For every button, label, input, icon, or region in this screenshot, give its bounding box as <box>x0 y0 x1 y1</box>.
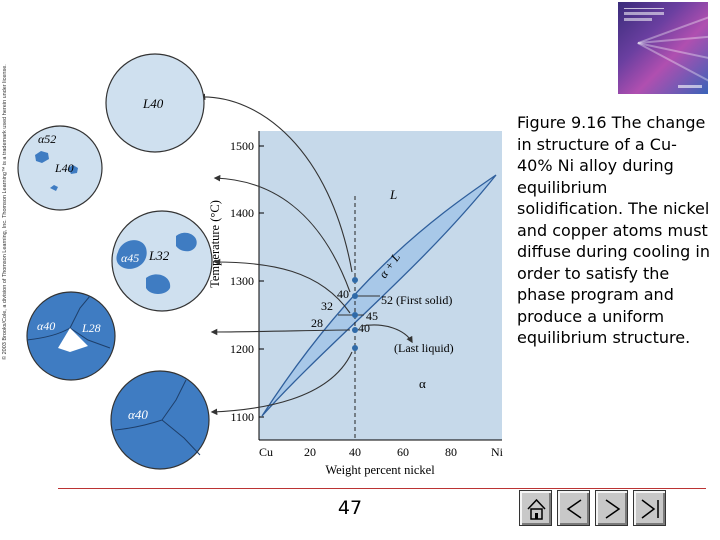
state-point <box>352 312 358 318</box>
microstructure-label: α52 <box>38 132 56 146</box>
skip-to-end-icon <box>642 500 658 518</box>
state-point <box>352 345 358 351</box>
point-label: 28 <box>311 316 323 330</box>
x-tick-label: 20 <box>304 445 316 459</box>
page-number: 47 <box>320 497 380 519</box>
arrow-left-icon <box>568 500 581 518</box>
home-icon <box>528 500 545 519</box>
microstructure-label: α45 <box>121 251 139 265</box>
microstructure-label: L40 <box>54 161 74 175</box>
microstructure-circle-3: α45 L32 <box>112 211 212 311</box>
textbook-cover-image <box>618 2 708 94</box>
point-label: 40 <box>358 321 370 335</box>
x-tick-label: 80 <box>445 445 457 459</box>
microstructure-circle-4: α40 L28 <box>27 292 115 380</box>
microstructure-circle-5: α40 <box>111 371 209 469</box>
first-solid-label: 52 (First solid) <box>381 293 452 307</box>
figure-caption: Figure 9.16 The change in structure of a… <box>517 112 712 349</box>
state-point <box>352 277 358 283</box>
y-tick-label: 1200 <box>230 342 254 356</box>
footer-divider <box>58 488 706 489</box>
x-tick-label: Cu <box>259 445 273 459</box>
home-button[interactable] <box>519 490 552 526</box>
y-tick-label: 1400 <box>230 206 254 220</box>
last-liquid-label: (Last liquid) <box>394 341 454 355</box>
back-button[interactable] <box>557 490 590 526</box>
x-tick-label: Ni <box>491 445 504 459</box>
microstructure-label: L28 <box>81 321 101 335</box>
end-button[interactable] <box>633 490 666 526</box>
forward-button[interactable] <box>595 490 628 526</box>
x-tick-label: 40 <box>349 445 361 459</box>
state-point <box>352 293 358 299</box>
microstructure-circle-2: α52 L40 <box>18 126 102 210</box>
microstructure-circle-1: L40 <box>106 54 204 152</box>
microstructure-label: L32 <box>148 248 170 263</box>
microstructure-label: α40 <box>37 319 55 333</box>
arrow-right-icon <box>606 500 619 518</box>
y-tick-label: 1500 <box>230 139 254 153</box>
region-label-liquid: L <box>389 187 397 202</box>
y-tick-label: 1300 <box>230 274 254 288</box>
microstructure-label: α40 <box>128 407 148 422</box>
microstructure-label: L40 <box>142 96 164 111</box>
y-tick-label: 1100 <box>230 410 254 424</box>
x-axis-label: Weight percent nickel <box>325 463 435 477</box>
x-tick-label: 60 <box>397 445 409 459</box>
point-label: 32 <box>321 299 333 313</box>
region-label-alpha: α <box>419 376 426 391</box>
